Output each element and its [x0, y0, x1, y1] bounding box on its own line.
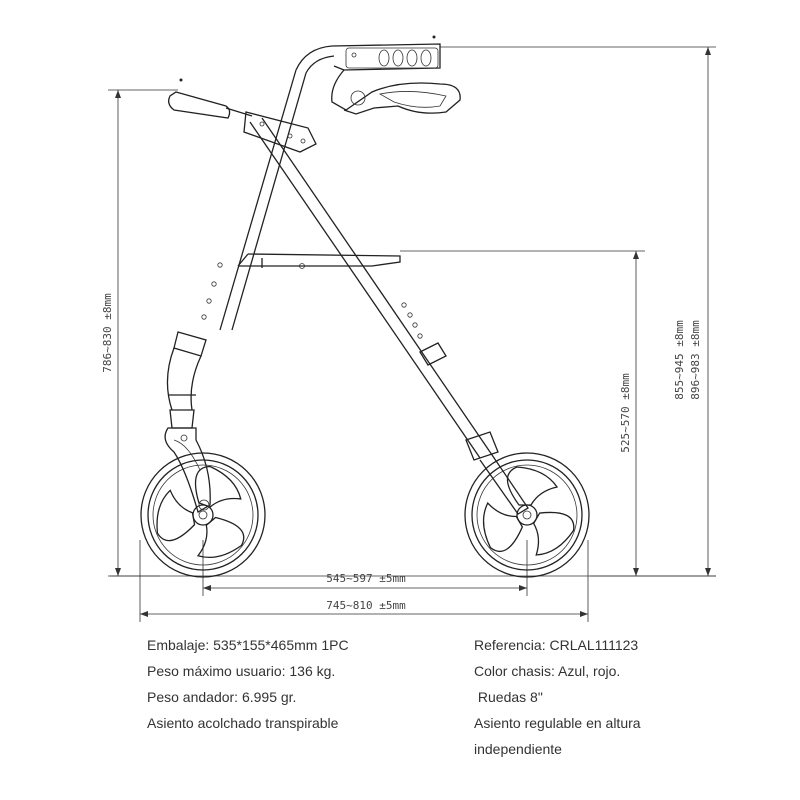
adjust-holes-front: [201, 262, 223, 320]
spec-packaging: Embalaje: 535*155*465mm 1PC: [147, 637, 349, 653]
spec-adjustable-seat: Asiento regulable en altura: [474, 715, 641, 731]
dim-wheelbase-inner: 545~597 ±5mm: [326, 572, 406, 585]
seat: [237, 253, 401, 269]
rear-wheel: [464, 452, 590, 578]
spec-max-user-weight: Peso máximo usuario: 136 kg.: [147, 663, 336, 679]
dim-seat-height: 525~570 ±8mm: [619, 373, 632, 453]
specs-right: Referencia: CRLAL111123 Color chasis: Az…: [474, 632, 641, 762]
spec-seat: Asiento acolchado transpirable: [147, 715, 339, 731]
spec-reference: Referencia: CRLAL111123: [474, 637, 639, 653]
dim-handle-height-right-1: 855~945 ±8mm: [673, 320, 686, 400]
specs-left: Embalaje: 535*155*465mm 1PC Peso máximo …: [147, 632, 349, 736]
spec-wheels: Ruedas 8": [474, 689, 543, 705]
front-fork: [164, 427, 211, 513]
front-wheel: [140, 452, 266, 578]
spec-walker-weight: Peso andador: 6.995 gr.: [147, 689, 297, 705]
dim-wheelbase-outer: 745~810 ±5mm: [326, 599, 406, 612]
dim-handle-height-right-2: 896~983 ±8mm: [689, 320, 702, 400]
spec-chassis-color: Color chasis: Azul, rojo.: [474, 663, 621, 679]
adjust-holes-rear: [401, 302, 423, 339]
handle-grip-left: [168, 78, 317, 153]
dim-handle-height-left: 786~830 ±8mm: [101, 293, 114, 373]
rear-axle-bracket: [479, 451, 529, 515]
spec-independent: independiente: [474, 741, 562, 757]
rollator-frame: [166, 35, 499, 461]
handle-grip-right-brake: [331, 35, 461, 115]
dimension-lines: [108, 46, 716, 622]
